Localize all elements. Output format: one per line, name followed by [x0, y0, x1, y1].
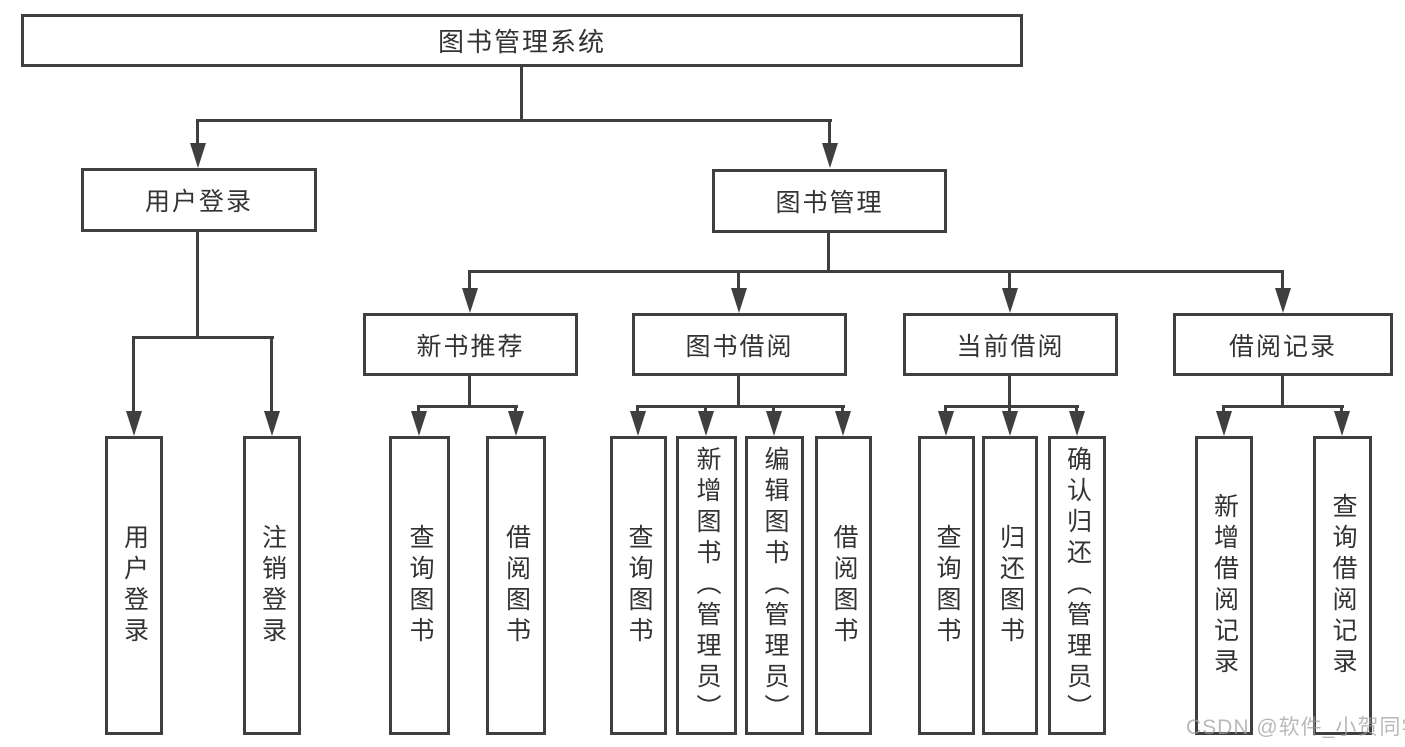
- node-label: 当前借阅: [956, 332, 1065, 361]
- connector-drop: [737, 270, 740, 292]
- connector-drop: [1222, 405, 1225, 414]
- connector-drop: [270, 336, 273, 414]
- connector-current-stem: [1008, 376, 1011, 408]
- arrowhead-icon: [630, 411, 646, 436]
- connector-newbook-stem: [468, 376, 471, 408]
- arrowhead-icon: [264, 411, 280, 436]
- arrowhead-icon: [766, 411, 782, 436]
- connector-drop: [1075, 405, 1078, 414]
- connector-drop: [704, 405, 707, 414]
- leaf-label: 新增借阅记录: [1210, 492, 1239, 679]
- leaf-label: 注销登录: [258, 523, 287, 648]
- leaf-query-books-3: 查询图书: [918, 436, 975, 735]
- connector-drop-manage: [828, 119, 831, 147]
- connector-drop: [772, 405, 775, 414]
- connector-login-stem: [196, 232, 199, 339]
- leaf-label: 新增图书（管理员）: [693, 446, 721, 725]
- connector-root-stem: [520, 67, 523, 122]
- connector-drop: [132, 336, 135, 414]
- connector-drop: [1008, 270, 1011, 292]
- arrowhead-icon: [1069, 411, 1085, 436]
- connector-current-bus: [944, 405, 1079, 408]
- leaf-label: 查询图书: [406, 523, 434, 648]
- connector-borrow-bus: [636, 405, 845, 408]
- arrowhead-icon: [835, 411, 851, 436]
- leaf-label: 用户登录: [120, 523, 149, 648]
- leaf-borrow-books-2: 借阅图书: [815, 436, 872, 735]
- node-book-management: 图书管理: [712, 169, 947, 233]
- leaf-label: 查询图书: [625, 523, 653, 648]
- connector-drop: [841, 405, 844, 414]
- arrowhead-icon: [822, 143, 838, 168]
- leaf-label: 归还图书: [996, 523, 1025, 648]
- leaf-label: 借阅图书: [830, 523, 858, 648]
- leaf-label: 查询图书: [933, 523, 961, 648]
- node-label: 新书推荐: [416, 332, 525, 361]
- arrowhead-icon: [1334, 411, 1350, 436]
- arrowhead-icon: [1275, 288, 1291, 313]
- connector-manage-stem: [827, 233, 830, 273]
- arrowhead-icon: [1216, 411, 1232, 436]
- connector-drop: [1281, 270, 1284, 292]
- connector-drop: [636, 405, 639, 414]
- node-label: 图书借阅: [685, 332, 794, 361]
- arrowhead-icon: [1002, 288, 1018, 313]
- leaf-label: 编辑图书（管理员）: [761, 446, 789, 725]
- node-book-borrowing: 图书借阅: [632, 313, 847, 376]
- node-user-login: 用户登录: [81, 168, 317, 232]
- connector-records-stem: [1281, 376, 1284, 408]
- csdn-watermark: CSDN @软件_小贺同学: [1186, 716, 1405, 739]
- leaf-user-login: 用户登录: [105, 436, 163, 735]
- connector-root-bus: [196, 119, 832, 122]
- leaf-query-books-1: 查询图书: [389, 436, 450, 735]
- arrowhead-icon: [126, 411, 142, 436]
- leaf-label: 借阅图书: [502, 523, 531, 648]
- leaf-add-borrow-record: 新增借阅记录: [1195, 436, 1253, 735]
- node-label: 图书管理系统: [437, 27, 606, 57]
- leaf-query-borrow-record: 查询借阅记录: [1313, 436, 1372, 735]
- connector-drop: [1008, 405, 1011, 414]
- leaf-return-book: 归还图书: [982, 436, 1038, 735]
- node-current-borrowing: 当前借阅: [903, 313, 1118, 376]
- arrowhead-icon: [731, 288, 747, 313]
- connector-newbook-bus: [417, 405, 518, 408]
- connector-manage-bus: [468, 270, 1284, 273]
- arrowhead-icon: [462, 288, 478, 313]
- node-label: 图书管理: [775, 189, 884, 217]
- arrowhead-icon: [938, 411, 954, 436]
- connector-drop: [417, 405, 420, 414]
- connector-drop: [468, 270, 471, 292]
- arrowhead-icon: [698, 411, 714, 436]
- leaf-logout: 注销登录: [243, 436, 301, 735]
- arrowhead-icon: [1002, 411, 1018, 436]
- leaf-label: 确认归还（管理员）: [1063, 446, 1092, 725]
- connector-drop: [1340, 405, 1343, 414]
- node-root-system: 图书管理系统: [21, 14, 1023, 67]
- leaf-add-book-admin: 新增图书（管理员）: [676, 436, 737, 735]
- leaf-query-books-2: 查询图书: [610, 436, 667, 735]
- connector-drop: [944, 405, 947, 414]
- node-label: 借阅记录: [1228, 332, 1337, 361]
- arrowhead-icon: [190, 143, 206, 168]
- leaf-edit-book-admin: 编辑图书（管理员）: [745, 436, 804, 735]
- node-new-book-recommend: 新书推荐: [363, 313, 578, 376]
- leaf-confirm-return-admin: 确认归还（管理员）: [1048, 436, 1106, 735]
- node-borrow-records: 借阅记录: [1173, 313, 1393, 376]
- node-label: 用户登录: [144, 188, 253, 216]
- connector-records-bus: [1222, 405, 1344, 408]
- connector-drop-login: [196, 119, 199, 147]
- leaf-label: 查询借阅记录: [1329, 492, 1357, 679]
- arrowhead-icon: [411, 411, 427, 436]
- connector-login-bus: [132, 336, 274, 339]
- connector-borrow-stem: [737, 376, 740, 408]
- arrowhead-icon: [508, 411, 524, 436]
- leaf-borrow-books-1: 借阅图书: [486, 436, 546, 735]
- connector-drop: [514, 405, 517, 414]
